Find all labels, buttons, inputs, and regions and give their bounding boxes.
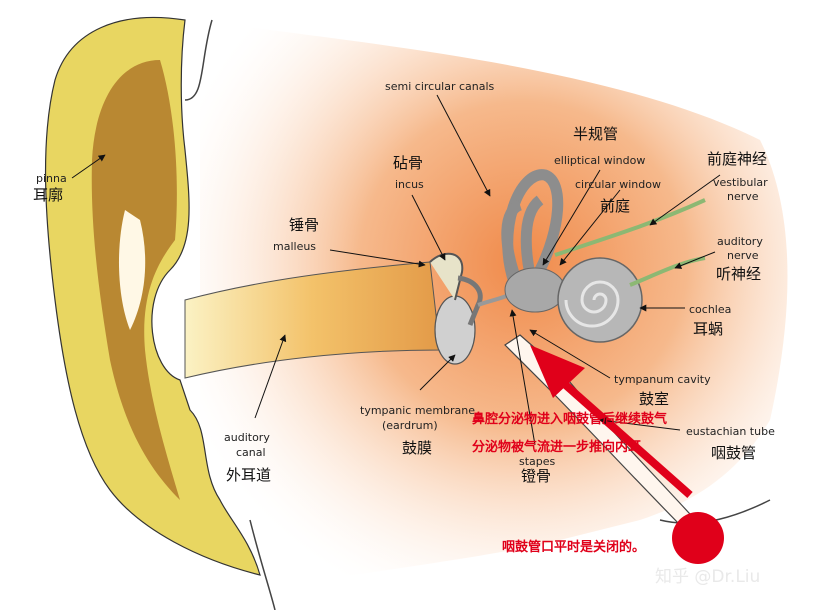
vestibular-nerve-label-zh: 前庭神经 (707, 150, 768, 168)
vestibular-nerve-label-en1: vestibular (713, 176, 768, 189)
tympanum-cavity-label-zh: 鼓室 (639, 390, 670, 408)
vestibule-label-zh: 前庭 (600, 197, 631, 215)
malleus-shape (429, 252, 464, 301)
incus-label-en: incus (395, 178, 424, 191)
tympanic-membrane-label-en2: (eardrum) (382, 419, 438, 432)
elliptical-window-label: elliptical window (554, 154, 646, 167)
auditory-canal-label-zh: 外耳道 (226, 466, 272, 484)
cochlea-label-en: cochlea (689, 303, 732, 316)
eustachian-tube-label-zh: 咽鼓管 (711, 444, 757, 462)
vestibular-nerve-shape (554, 198, 706, 257)
semicircular-label-en: semi circular canals (385, 80, 495, 93)
watermark: 知乎 @Dr.Liu (655, 567, 761, 587)
cochlea-label-zh: 耳蜗 (693, 320, 724, 338)
auditory-nerve-shape (629, 256, 706, 287)
incus-label-zh: 砧骨 (393, 154, 424, 172)
tympanic-membrane-label-zh: 鼓膜 (402, 439, 433, 457)
semicircular-label-zh: 半规管 (573, 125, 619, 143)
pinna-label-zh: 耳廓 (33, 186, 64, 204)
secretion-path-line (557, 377, 693, 498)
malleus-label-zh: 锤骨 (289, 216, 320, 234)
concha-highlight (118, 210, 146, 330)
auditory-nerve-label-zh: 听神经 (716, 265, 762, 283)
auditory-nerve-label-en2: nerve (727, 249, 759, 262)
stapes-label-en: stapes (519, 455, 556, 468)
vestibular-nerve-label-en2: nerve (727, 190, 759, 203)
auditory-nerve-label-en1: auditory (717, 235, 763, 248)
cochlea-shape (557, 257, 643, 343)
tube-opening-dot (672, 512, 724, 564)
annotation-note-1: 鼻腔分泌物进入咽鼓管后继续鼓气 (472, 412, 668, 427)
pinna-label-en: pinna (36, 172, 67, 185)
vestibule-shape (504, 267, 566, 313)
auditory-canal-label-en2: canal (236, 446, 266, 459)
stapes-label-zh: 镫骨 (521, 467, 552, 485)
annotation-note-2: 分泌物被气流进一步推向内耳 (472, 440, 642, 455)
annotation-note-3: 咽鼓管口平时是关闭的。 (502, 540, 646, 555)
eardrum-shape (434, 295, 476, 365)
tympanic-membrane-label-en1: tympanic membrane (360, 404, 476, 417)
malleus-label-en: malleus (273, 240, 317, 253)
head-outline (184, 19, 771, 610)
leader-lines (71, 94, 721, 446)
auditory-canal-label-en1: auditory (224, 431, 270, 444)
eustachian-tube-label-en: eustachian tube (686, 425, 775, 438)
secretion-arrowhead (530, 345, 585, 398)
circular-window-label: circular window (575, 178, 661, 191)
tympanum-cavity-label-en: tympanum cavity (614, 373, 711, 386)
